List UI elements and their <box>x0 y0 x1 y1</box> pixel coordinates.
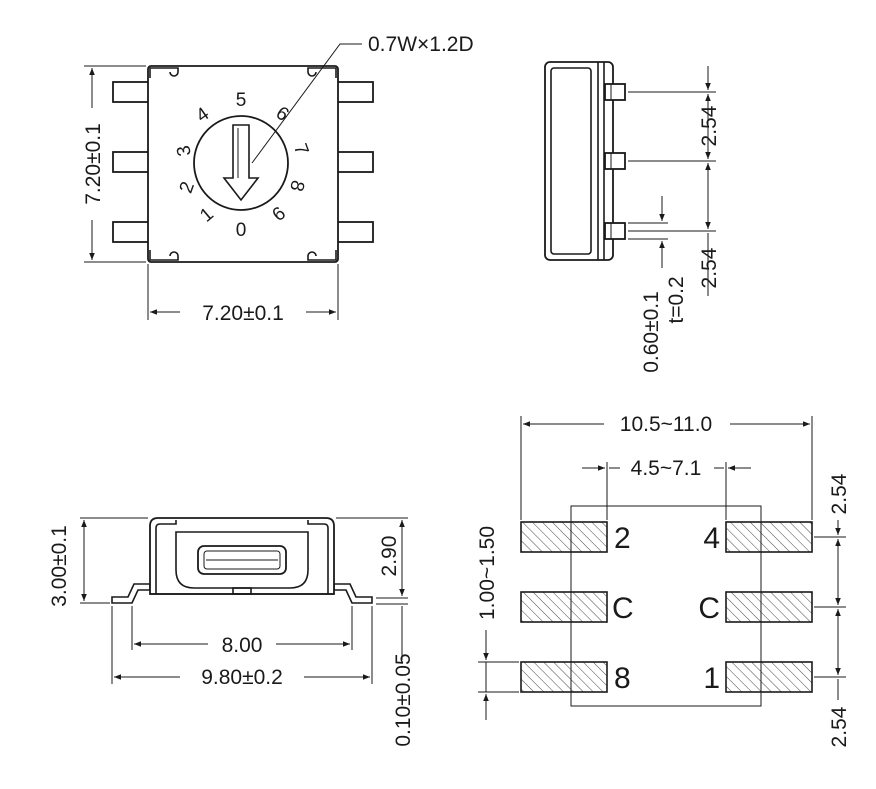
pad-left-bottom <box>520 661 608 693</box>
side-lead-mid <box>604 152 626 170</box>
dial-digit-3: 3 <box>173 144 196 158</box>
pad-height-label: 1.00~1.50 <box>476 526 499 620</box>
top-height-label: 7.20±0.1 <box>82 123 105 205</box>
pad-right-top <box>725 521 813 553</box>
side-view: 2.54 2.54 0.60±0.1 t=0.2 <box>544 61 721 373</box>
footprint-pitch-lower: 2.54 <box>828 706 851 747</box>
dial-digit-5: 5 <box>236 90 247 111</box>
footprint-view: 2 C 8 4 C 1 10.5~11.0 4.5~7.1 1.00~1.50 <box>476 411 851 747</box>
front-body-width: 8.00 <box>222 634 263 657</box>
front-body-height: 2.90 <box>378 536 401 577</box>
dial-digit-8: 8 <box>285 178 308 194</box>
pad-right-mid <box>725 591 813 623</box>
shaft-size-label: 0.7W×1.2D <box>368 33 474 56</box>
corner-clip-bl <box>149 250 179 261</box>
side-lead-top <box>604 83 626 101</box>
pad-left-mid <box>520 591 608 623</box>
lead-thickness-label: t=0.2 <box>665 276 688 323</box>
rotor-circle <box>193 115 289 211</box>
dial-digit-0: 0 <box>236 220 247 241</box>
pad-left-top <box>520 521 608 553</box>
pin-label-2: 2 <box>614 522 631 555</box>
pin-label-4: 4 <box>703 522 720 555</box>
lead-right-bottom <box>335 221 374 243</box>
lead-width-label: 0.60±0.1 <box>640 291 663 373</box>
lead-left-top <box>112 81 151 103</box>
front-standoff: 0.10±0.05 <box>392 653 415 746</box>
footprint-pitch-upper: 2.54 <box>828 473 851 514</box>
front-lead-right <box>333 583 373 604</box>
front-view: 3.00±0.1 2.90 0.10±0.05 8.00 9.80±0.2 <box>48 517 415 747</box>
corner-clip-tl <box>149 67 179 78</box>
inner-span-label: 4.5~7.1 <box>631 457 702 480</box>
front-total-width: 9.80±0.2 <box>201 666 283 689</box>
outer-span-label: 10.5~11.0 <box>620 413 712 436</box>
top-view: 0 1 2 3 4 5 6 7 8 9 0.7W×1.2D 7.20±0.1 7… <box>78 33 474 325</box>
pin-label-8: 8 <box>614 662 631 695</box>
side-pitch-lower: 2.54 <box>698 247 721 288</box>
corner-clip-br <box>307 250 337 261</box>
side-lead-bottom <box>604 222 626 240</box>
pin-label-c-right: C <box>698 592 720 625</box>
shaft-leader <box>251 43 362 164</box>
front-total-height: 3.00±0.1 <box>48 525 71 607</box>
pin-label-c-left: C <box>612 592 634 625</box>
lead-right-mid <box>335 151 374 173</box>
side-pitch-upper: 2.54 <box>698 105 721 146</box>
front-lead-left <box>111 583 151 604</box>
lead-left-bottom <box>112 221 151 243</box>
top-width-label: 7.20±0.1 <box>202 302 284 325</box>
lead-left-mid <box>112 151 151 173</box>
lead-right-top <box>335 81 374 103</box>
side-body-outer <box>544 61 614 261</box>
pad-right-bottom <box>725 661 813 693</box>
rotor-arrow <box>222 124 260 202</box>
pin-label-1: 1 <box>703 662 720 695</box>
corner-clip-tr <box>307 67 337 78</box>
